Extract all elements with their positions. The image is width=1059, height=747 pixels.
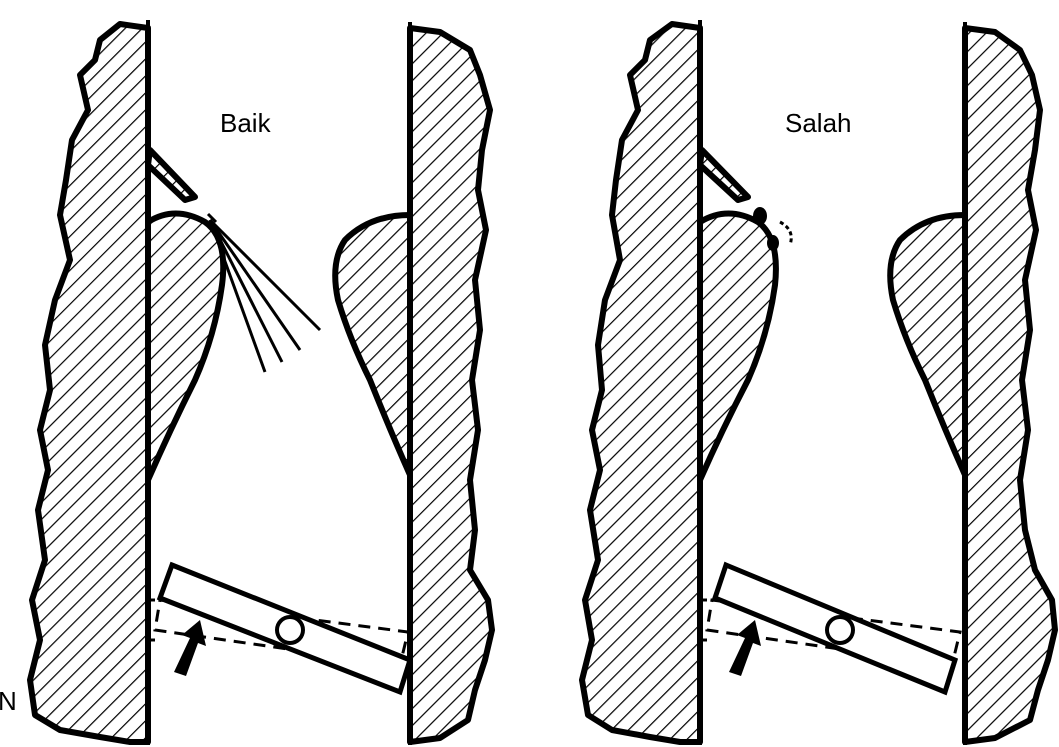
right-cusp-2	[890, 215, 965, 475]
panel-bad-title: Salah	[785, 108, 852, 138]
panel-bad: Salah	[582, 20, 1055, 745]
small-sliver	[148, 150, 195, 200]
hinge-bar	[155, 565, 410, 692]
right-cusp	[335, 215, 410, 475]
right-wall	[410, 28, 492, 742]
left-cusp	[148, 214, 223, 481]
spray-lines	[208, 214, 320, 372]
left-wall	[30, 24, 148, 742]
small-sliver-2	[700, 150, 748, 200]
right-wall-2	[965, 28, 1055, 742]
panel-good: Baik	[30, 20, 492, 745]
left-cusp-2	[700, 214, 776, 481]
edge-letter: N	[0, 686, 17, 716]
left-wall-2	[582, 24, 700, 742]
hinge-bar-2	[707, 565, 960, 692]
panel-good-title: Baik	[220, 108, 272, 138]
